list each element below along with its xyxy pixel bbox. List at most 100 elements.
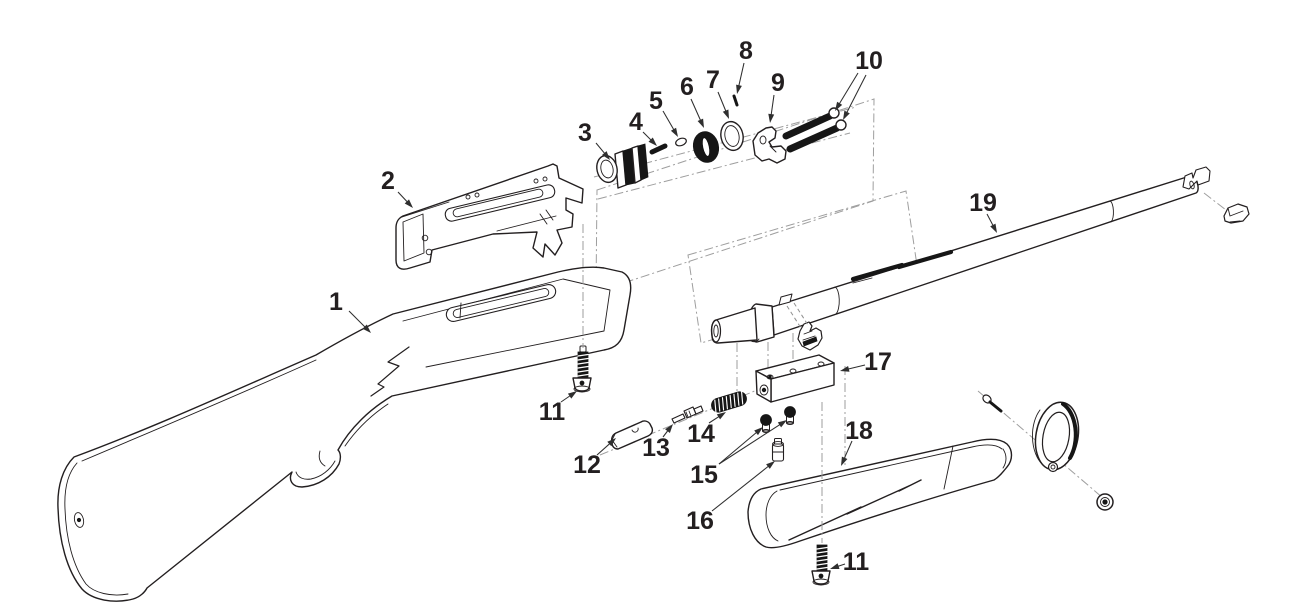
part-number-text: 11 xyxy=(539,398,566,426)
wrist-zigzag-break-mark xyxy=(370,346,410,397)
trigger-line xyxy=(318,450,326,467)
trigger-guard-inner-line xyxy=(295,460,336,480)
construction-lines-over xyxy=(582,224,846,543)
part-label-11: 11 xyxy=(539,391,577,426)
part-11-takedown-screw-forend xyxy=(811,544,831,586)
band-swivel-tab-hole xyxy=(1050,464,1056,470)
sear-detail-lines xyxy=(539,209,554,225)
leader-arrowhead xyxy=(841,456,848,466)
screw-thread-lines xyxy=(816,546,828,570)
leader-line xyxy=(846,364,866,370)
part-number-text: 6 xyxy=(680,73,694,101)
sight-leader-dash-a xyxy=(786,305,802,329)
comb-line xyxy=(81,359,317,462)
part-14-spring xyxy=(711,391,747,413)
part-number-text: 16 xyxy=(686,507,714,535)
band-nut-inner xyxy=(1100,497,1110,507)
leader-line xyxy=(838,72,859,106)
leader-line xyxy=(595,142,607,155)
screw-socket xyxy=(818,573,824,579)
leader-line xyxy=(718,423,782,465)
plug-body xyxy=(771,443,785,462)
front-sight-detail xyxy=(1227,207,1244,223)
band-nut-hole xyxy=(1102,499,1108,505)
part-label-4: 4 xyxy=(629,108,657,146)
part-number-text: 15 xyxy=(690,461,718,489)
band-axis-line xyxy=(977,390,1104,499)
barrel-band-assembly xyxy=(977,390,1114,511)
rod-cap-a xyxy=(828,107,840,119)
part-13-firing-pin xyxy=(671,405,704,424)
leader-line xyxy=(845,74,867,115)
spring-coils xyxy=(714,391,744,413)
screw-socket xyxy=(579,380,585,386)
leader-arrowhead xyxy=(648,137,657,146)
part-number-text: 13 xyxy=(642,434,670,462)
forend-zigzag-break-mark xyxy=(788,479,922,541)
leader-line xyxy=(708,415,721,424)
part-number-text: 17 xyxy=(864,348,892,376)
leader-line xyxy=(843,440,853,460)
receiver-hole xyxy=(474,192,480,198)
leader-arrowhead xyxy=(990,223,997,233)
charging-handle-body xyxy=(752,126,787,164)
part-label-15: 15 xyxy=(690,420,787,489)
forend-outline xyxy=(747,438,1013,549)
bolt-ring-black-2 xyxy=(637,143,649,181)
part-2-receiver xyxy=(395,163,584,270)
leader-line xyxy=(560,394,572,403)
part-label-8: 8 xyxy=(736,37,753,94)
part-18-forend xyxy=(747,438,1013,549)
leader-line xyxy=(986,213,995,228)
leader-arrowhead xyxy=(697,118,704,128)
plunger-body xyxy=(610,420,654,450)
part-number-text: 18 xyxy=(845,417,873,445)
buttstock-outline xyxy=(57,266,632,602)
receiver-hole xyxy=(533,178,539,184)
leader-line xyxy=(662,110,675,132)
ring-outer xyxy=(720,120,744,152)
part-label-10: 10 xyxy=(835,47,883,120)
part-17-barrel-retainer-block xyxy=(755,354,835,403)
block-hole-3 xyxy=(817,361,825,367)
block-left-face xyxy=(755,370,772,403)
leader-arrowhead xyxy=(602,151,610,160)
part-label-19: 19 xyxy=(969,189,997,233)
receiver-mortise-recess xyxy=(402,278,611,368)
rod-cap-b xyxy=(835,119,847,131)
part-number-text: 4 xyxy=(629,108,643,136)
part-label-18: 18 xyxy=(841,417,873,466)
part-5-retainer-clip xyxy=(675,137,687,147)
part-number-text: 2 xyxy=(381,167,395,195)
stock-action-slot xyxy=(445,284,557,322)
receiver-hole xyxy=(465,194,471,200)
bolt-axis-line-upper xyxy=(593,106,857,178)
part-label-7: 7 xyxy=(706,66,729,119)
part-label-11: 11 xyxy=(830,548,869,576)
guide-rod-b xyxy=(786,124,841,153)
rear-sight xyxy=(797,321,823,351)
part-number-text: 9 xyxy=(771,69,785,97)
charging-handle-hole xyxy=(759,135,767,145)
part-number-text: 1 xyxy=(329,288,343,316)
part-number-text: 10 xyxy=(855,47,883,75)
barrel-group-boundary-box xyxy=(687,190,920,344)
leader-arrowhead xyxy=(843,110,850,120)
part-label-9: 9 xyxy=(768,69,785,123)
leader-line xyxy=(718,431,758,465)
band-ring-inner xyxy=(1041,411,1071,463)
part-1-buttstock xyxy=(57,266,632,602)
leader-line xyxy=(737,62,745,88)
leader-arrowhead xyxy=(840,366,850,372)
leader-arrowhead xyxy=(766,461,775,469)
part-11-takedown-screw-stock xyxy=(572,345,592,393)
buffer-ring-slit xyxy=(701,137,711,157)
receiver-hole xyxy=(425,248,433,256)
receiver-hole xyxy=(421,234,429,242)
leader-line xyxy=(770,94,775,117)
charging-handle-detail xyxy=(769,145,777,153)
barrel-section-arc-front xyxy=(1109,200,1114,223)
leader-arrowhead xyxy=(404,199,413,208)
